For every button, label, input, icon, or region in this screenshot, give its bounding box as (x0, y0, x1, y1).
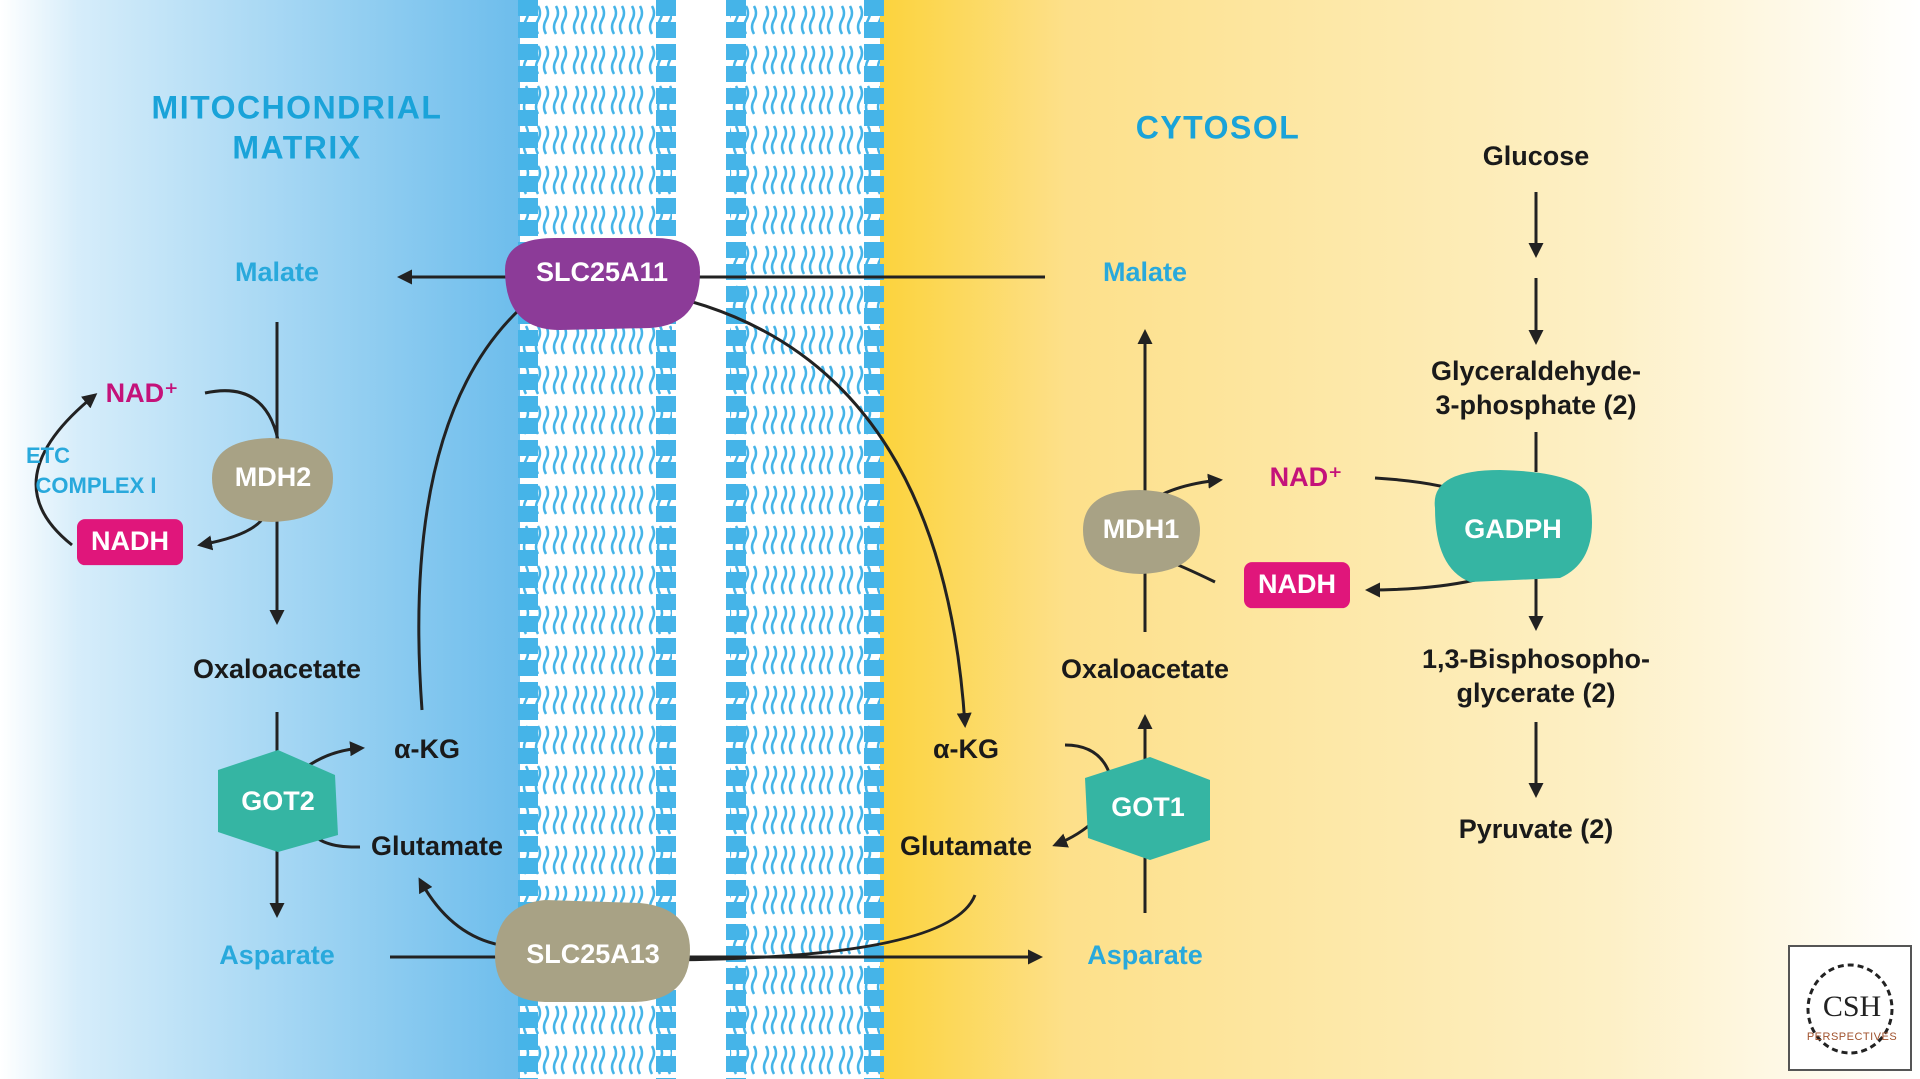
cytosol-title: CYTOSOL (1135, 109, 1301, 146)
matrix-oxaloacetate-label: Oxaloacetate (192, 654, 362, 685)
cytosol-region (880, 0, 1920, 1079)
etc-label-line1: ETC (26, 442, 70, 468)
mdh2-shape (212, 438, 333, 522)
pyruvate-label: Pyruvate (2) (1458, 814, 1614, 845)
matrix-akg-label: α-KG (393, 734, 461, 765)
got1-label: GOT1 (1111, 792, 1185, 823)
matrix-malate-label: Malate (234, 257, 320, 288)
slc25a11-label: SLC25A11 (535, 257, 669, 288)
cytosol-oxaloacetate-label: Oxaloacetate (1060, 654, 1230, 685)
bpg-label-line1: 1,3-Bisphosopho- (1422, 644, 1650, 675)
cytosol-nadh-badge: NADH (1244, 562, 1350, 608)
gadph-shape (1434, 470, 1592, 582)
slc25a11-shape (505, 238, 700, 330)
matrix-title-line2: MATRIX (232, 129, 362, 166)
logo-title: CSH (1822, 990, 1882, 1023)
dna-helix-icon (1806, 963, 1894, 1055)
bpg-label-line2: glycerate (2) (1456, 678, 1616, 709)
mdh2-label: MDH2 (234, 462, 312, 493)
matrix-nadh-badge: NADH (77, 519, 183, 565)
logo-subtitle: PERSPECTIVES (1806, 1031, 1898, 1043)
csh-perspectives-logo: CSH PERSPECTIVES (1788, 945, 1912, 1071)
g3p-label-line2: 3-phosphate (2) (1435, 390, 1637, 421)
glucose-label: Glucose (1482, 141, 1590, 172)
matrix-aspartate-label: Asparate (219, 940, 335, 971)
got2-shape (218, 750, 338, 852)
got2-label: GOT2 (241, 786, 315, 817)
got1-shape (1085, 757, 1210, 860)
cytosol-akg-label: α-KG (932, 734, 1000, 765)
mdh1-label: MDH1 (1102, 514, 1180, 545)
matrix-title-line1: MITOCHONDRIAL (151, 89, 443, 126)
slc25a13-shape (495, 900, 690, 1002)
cytosol-glutamate-label: Glutamate (899, 831, 1033, 862)
etc-label-line2: COMPLEX I (35, 472, 157, 498)
mdh1-shape (1083, 490, 1200, 574)
gadph-label: GADPH (1464, 514, 1562, 545)
cytosol-malate-label: Malate (1102, 257, 1188, 288)
g3p-label-line1: Glyceraldehyde- (1430, 356, 1642, 387)
cytosol-nad-plus-label: NAD⁺ (1269, 462, 1343, 493)
outer-membrane (726, 0, 884, 1079)
cytosol-aspartate-label: Asparate (1087, 940, 1203, 971)
inner-membrane (518, 0, 676, 1079)
matrix-glutamate-label: Glutamate (370, 831, 504, 862)
slc25a13-label: SLC25A13 (526, 939, 660, 970)
matrix-nad-plus-label: NAD⁺ (105, 378, 179, 409)
